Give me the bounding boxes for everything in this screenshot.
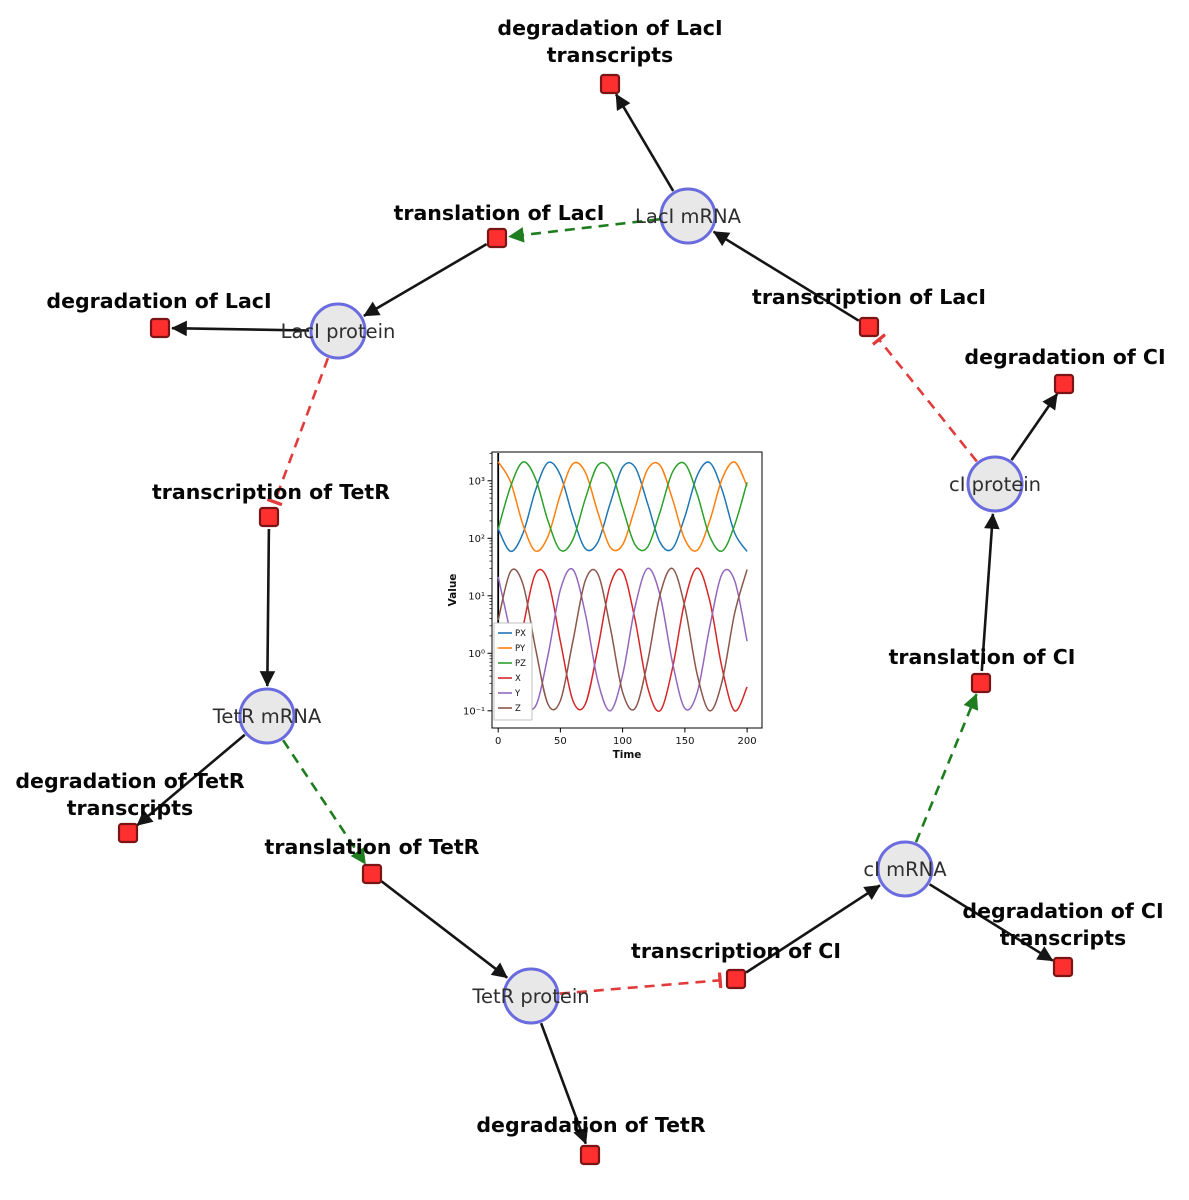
edge-reactant-tetr_mrna-to-deg_tetr_tx [136,733,246,827]
x-tick-label: 150 [675,736,694,747]
legend-label-Y: Y [514,689,521,699]
edge-reactant-laci_protein-to-deg_laci [171,320,310,337]
reaction-node-transc_tetr [258,506,280,528]
edge-reactant-tetr_protein-to-deg_tetr [539,1022,588,1145]
edge-product-transl_tetr-to-tetr_protein [380,880,508,979]
series-line-Y [497,567,748,712]
y-tick-label: 10² [468,534,485,545]
reaction-label-transc_tetr: transcription of TetR [152,480,390,504]
species-node-tetr_protein [502,967,560,1025]
reaction-label-transl_tetr: translation of TetR [265,835,480,859]
edge-product-transc_laci-to-laci_mrna [712,230,860,322]
x-tick-label: 100 [613,736,632,747]
y-tick-label: 10¹ [468,591,485,602]
legend-label-PX: PX [515,629,526,639]
reaction-label-transc_laci: transcription of LacI [752,285,986,309]
x-axis-label: Time [613,749,642,761]
species-node-ci_mrna [876,840,934,898]
y-axis-label: Value [447,574,459,607]
edge-modifier-ci_mrna-to-transl_ci [914,693,979,843]
species-node-laci_mrna [659,187,717,245]
edge-reactant-ci_protein-to-deg_ci [1010,393,1059,461]
x-tick-label: 0 [495,736,501,747]
edge-inhibition-ci_protein-to-transc_laci [879,340,978,463]
reaction-node-deg_laci_tx [599,73,621,95]
species-label-ci_mrna: cI mRNA [863,858,947,881]
edge-modifier-laci_mrna-to-transl_laci [508,218,660,243]
species-label-tetr_mrna: TetR mRNA [212,705,322,728]
reaction-node-deg_ci [1053,373,1075,395]
edge-inhibition-laci_protein-to-transc_tetr [275,357,330,502]
edge-reactant-laci_mrna-to-deg_laci_tx [614,93,675,192]
reaction-node-deg_laci [149,317,171,339]
x-tick-label: 50 [554,736,567,747]
legend-label-Z: Z [515,704,521,714]
chart-plot-area [491,451,763,729]
reaction-node-transl_tetr [361,863,383,885]
edge-product-transl_ci-to-ci_protein [980,513,1000,672]
reaction-label-transl_ci: translation of CI [889,645,1076,669]
edge-product-transc_ci-to-ci_mrna [745,884,881,974]
reaction-node-transl_ci [970,672,992,694]
y-tick-label: 10³ [468,476,485,487]
series-line-PX [497,461,748,553]
reaction-label-deg_laci: degradation of LacI [46,289,271,313]
species-node-ci_protein [966,455,1024,513]
legend-label-X: X [515,674,521,684]
species-label-laci_protein: LacI protein [281,320,396,343]
series-line-PZ [497,461,748,553]
reaction-node-deg_tetr_tx [117,822,139,844]
chart-series-group [497,453,748,713]
legend-label-PZ: PZ [515,659,526,669]
reaction-node-deg_tetr [579,1144,601,1166]
y-tick-label: 10⁻¹ [463,706,485,717]
species-label-ci_protein: cI protein [949,473,1041,496]
reaction-node-transc_ci [725,968,747,990]
reaction-label-deg_ci: degradation of CI [964,345,1165,369]
series-line-PY [497,461,748,553]
edge-inhibition-tetr_protein-to-transc_ci [559,980,720,995]
edge-product-transl_laci-to-laci_protein [363,242,488,318]
species-label-laci_mrna: LacI mRNA [635,205,742,228]
y-tick-label: 10⁰ [468,649,485,660]
edge-product-transc_tetr-to-tetr_mrna [259,528,276,687]
species-label-tetr_protein: TetR protein [471,985,589,1008]
series-line-Z [497,567,748,712]
reaction-node-deg_ci_tx [1052,956,1074,978]
species-node-laci_protein [309,302,367,360]
reaction-label-transc_ci: transcription of CI [631,939,841,963]
x-tick-label: 200 [738,736,757,747]
chart-legend [493,622,533,721]
series-line-X [497,567,748,713]
edge-modifier-tetr_mrna-to-transl_tetr [282,739,367,865]
reaction-label-deg_tetr: degradation of TetR [476,1113,705,1137]
legend-label-PY: PY [515,644,526,654]
reaction-node-transl_laci [486,227,508,249]
species-node-tetr_mrna [238,687,296,745]
reaction-label-transl_laci: translation of LacI [394,201,605,225]
reaction-node-transc_laci [858,316,880,338]
edge-reactant-ci_mrna-to-deg_ci_tx [928,883,1054,962]
